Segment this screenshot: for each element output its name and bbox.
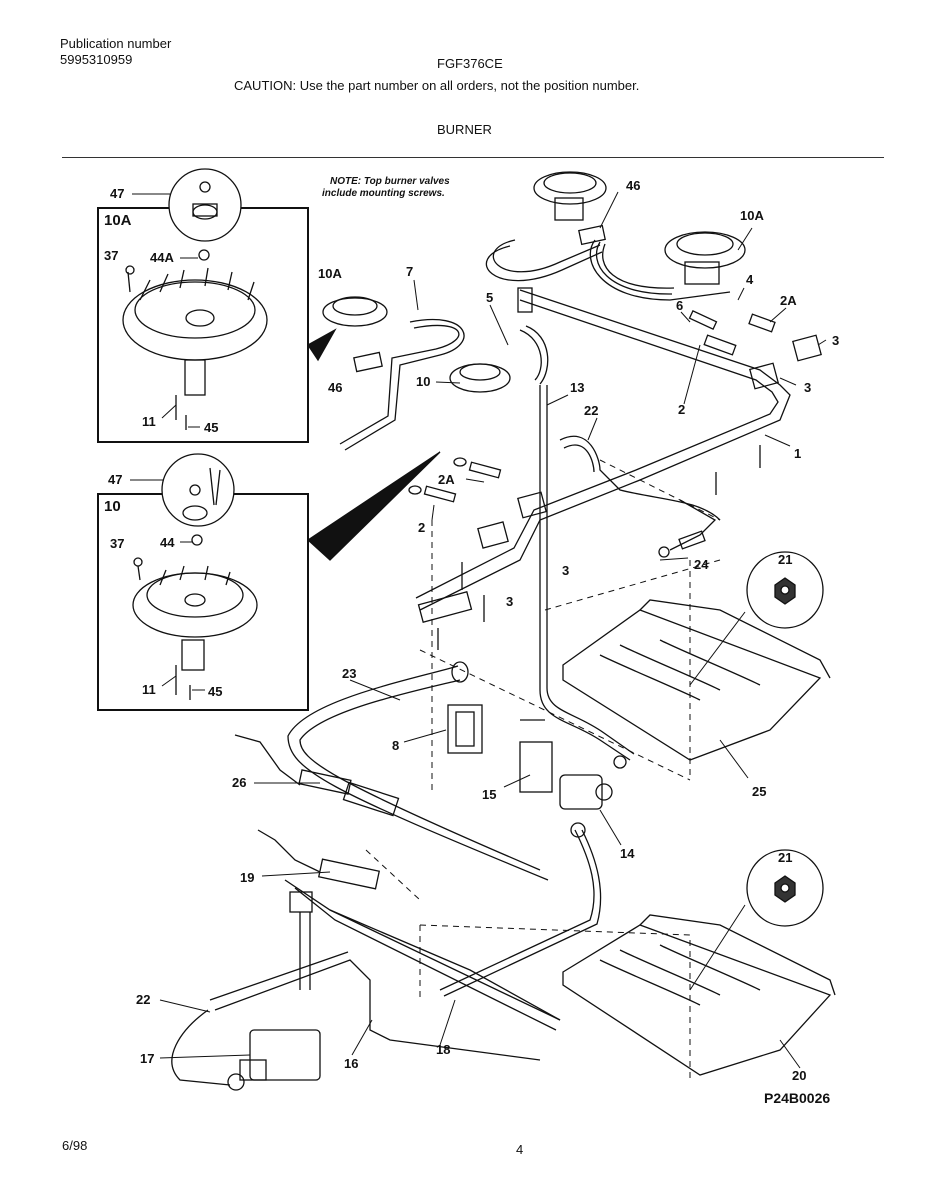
callout-17: 17 bbox=[140, 1051, 155, 1066]
callout-20: 20 bbox=[792, 1068, 807, 1083]
callout-11b: 11 bbox=[142, 682, 156, 697]
callout-37a: 37 bbox=[104, 248, 119, 263]
section-title: BURNER bbox=[437, 122, 492, 137]
figure-id: P24B0026 bbox=[764, 1090, 831, 1106]
callout-21a: 21 bbox=[778, 552, 793, 567]
callout-10-mid: 10 bbox=[416, 374, 431, 389]
callout-47b: 47 bbox=[108, 472, 123, 487]
callout-16: 16 bbox=[344, 1056, 359, 1071]
callout-45b: 45 bbox=[208, 684, 223, 699]
callout-45a: 45 bbox=[204, 420, 219, 435]
callout-26: 26 bbox=[232, 775, 247, 790]
callout-3-r2: 3 bbox=[804, 380, 812, 395]
callout-21b: 21 bbox=[778, 850, 793, 865]
callout-4: 4 bbox=[746, 272, 754, 287]
callout-44: 44 bbox=[160, 535, 175, 550]
callout-10a-box: 10A bbox=[104, 212, 132, 229]
callout-2-mid: 2 bbox=[418, 520, 426, 535]
callout-10-box: 10 bbox=[104, 498, 121, 515]
callout-14: 14 bbox=[620, 846, 635, 861]
callout-37b: 37 bbox=[110, 536, 125, 551]
callout-15: 15 bbox=[482, 787, 497, 802]
burner-mid-10a bbox=[322, 297, 388, 327]
manifold-bar bbox=[419, 289, 791, 611]
model-number: FGF376CE bbox=[437, 56, 503, 71]
note-line-1: NOTE: Top burner valves bbox=[330, 176, 450, 187]
callout-47a: 47 bbox=[110, 186, 125, 201]
note-line-2: include mounting screws. bbox=[322, 188, 445, 199]
callout-22a: 22 bbox=[584, 403, 599, 418]
gas-valve-14 bbox=[559, 774, 603, 810]
callout-10a-top: 10A bbox=[740, 208, 764, 223]
publication-number: 5995310959 bbox=[60, 52, 133, 67]
oven-burner-tube bbox=[299, 679, 541, 871]
callout-10a-mid: 10A bbox=[318, 266, 342, 281]
callout-23: 23 bbox=[342, 666, 357, 681]
callout-5: 5 bbox=[486, 290, 494, 305]
gas-valve-17 bbox=[249, 1029, 321, 1081]
detail-circle-47b bbox=[161, 453, 235, 527]
footer-date: 6/98 bbox=[62, 1138, 88, 1153]
callout-3-mid2: 3 bbox=[562, 563, 570, 578]
heat-shield-20 bbox=[562, 924, 832, 1076]
inset-box-10a bbox=[97, 207, 309, 443]
callout-18: 18 bbox=[436, 1042, 451, 1057]
callout-24: 24 bbox=[694, 557, 709, 572]
caution-text: CAUTION: Use the part number on all orde… bbox=[234, 78, 640, 93]
page-number: 4 bbox=[516, 1142, 524, 1157]
callout-1: 1 bbox=[794, 446, 802, 461]
publication-label: Publication number bbox=[60, 36, 172, 51]
callout-13: 13 bbox=[570, 380, 585, 395]
callout-22b: 22 bbox=[136, 992, 151, 1007]
callout-2a-right: 2A bbox=[780, 293, 797, 308]
burner-top-left bbox=[533, 171, 607, 205]
callout-46-mid: 46 bbox=[328, 380, 343, 395]
callout-25: 25 bbox=[752, 784, 767, 799]
callout-46-top: 46 bbox=[626, 178, 641, 193]
callout-2-right: 2 bbox=[678, 402, 686, 417]
burner-mid-10 bbox=[449, 363, 511, 393]
callout-3-r1: 3 bbox=[832, 333, 840, 348]
inset-box-10 bbox=[97, 493, 309, 711]
callout-19: 19 bbox=[240, 870, 255, 885]
callout-2a-mid: 2A bbox=[438, 472, 455, 487]
callout-7: 7 bbox=[406, 264, 414, 279]
callout-8: 8 bbox=[392, 738, 400, 753]
callout-44a: 44A bbox=[150, 250, 174, 265]
callout-11a: 11 bbox=[142, 414, 156, 429]
callout-3-mid1: 3 bbox=[506, 594, 514, 609]
header-divider bbox=[62, 157, 884, 158]
callout-6: 6 bbox=[676, 298, 684, 313]
burner-top-right bbox=[664, 231, 746, 269]
